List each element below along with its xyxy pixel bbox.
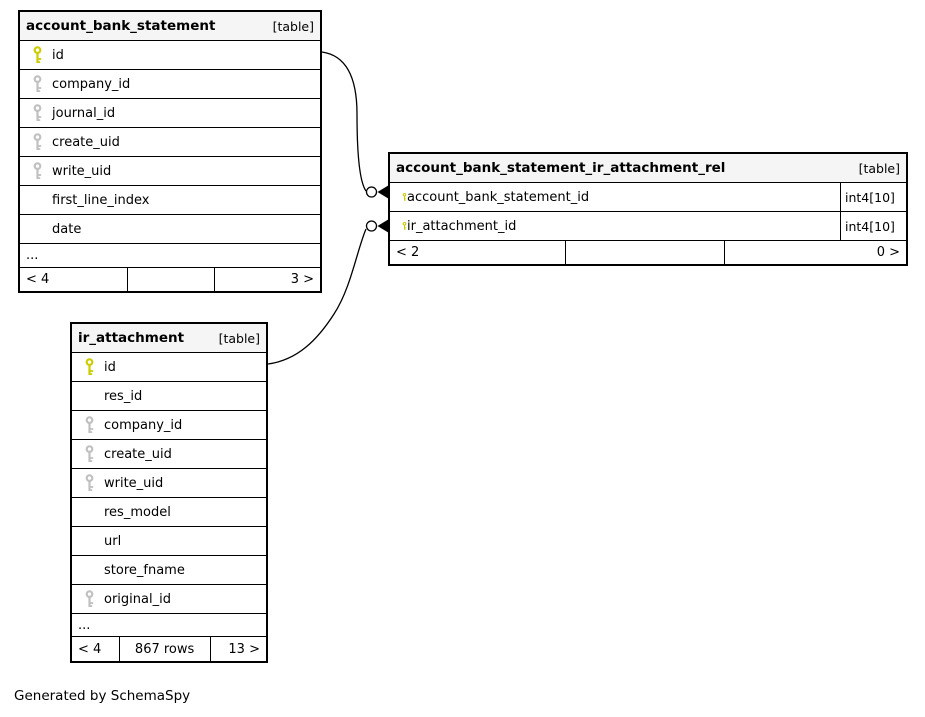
column-name: create_uid bbox=[104, 446, 172, 462]
generated-by-note: Generated by SchemaSpy bbox=[14, 688, 191, 704]
column-row: id bbox=[72, 352, 266, 381]
connector-arrow-1 bbox=[377, 185, 388, 199]
column-row: account_bank_statement_id int4[10] bbox=[390, 182, 906, 211]
table-title[interactable]: ir_attachment bbox=[78, 330, 185, 346]
footer-row-count bbox=[126, 268, 215, 291]
table-account-bank-statement-ir-attachment-rel: account_bank_statement_ir_attachment_rel… bbox=[388, 152, 908, 266]
column-row: write_uid bbox=[20, 156, 320, 185]
column-name: res_id bbox=[104, 388, 143, 404]
table-footer: < 2 0 > bbox=[390, 240, 906, 264]
footer-related-right: 13 > bbox=[228, 641, 260, 657]
footer-related-left: < 4 bbox=[26, 272, 50, 287]
table-type-badge: [table] bbox=[272, 18, 314, 34]
table-header: account_bank_statement_ir_attachment_rel… bbox=[390, 154, 906, 182]
foreign-key-icon bbox=[33, 133, 42, 151]
footer-related-right: 3 > bbox=[290, 272, 314, 287]
relationship-curve-bank-statement bbox=[321, 51, 367, 192]
column-row: store_fname bbox=[72, 555, 266, 584]
column-name: company_id bbox=[52, 76, 131, 92]
column-name: company_id bbox=[104, 417, 183, 433]
column-name: write_uid bbox=[104, 475, 164, 491]
column-row: company_id bbox=[72, 410, 266, 439]
column-name: store_fname bbox=[104, 562, 185, 578]
column-row: res_model bbox=[72, 497, 266, 526]
connector-circle-1 bbox=[365, 186, 378, 198]
column-name: id bbox=[52, 47, 64, 63]
column-name: original_id bbox=[104, 591, 171, 607]
column-name: write_uid bbox=[52, 163, 112, 179]
footer-row-count bbox=[565, 241, 726, 264]
column-row: id bbox=[20, 40, 320, 69]
column-type: int4[10] bbox=[840, 183, 906, 211]
foreign-key-icon bbox=[33, 162, 42, 180]
foreign-key-icon bbox=[85, 590, 94, 608]
table-header: account_bank_statement [table] bbox=[20, 12, 320, 40]
column-name: create_uid bbox=[52, 134, 120, 150]
connector-circle-2 bbox=[365, 220, 378, 232]
table-footer: < 4 3 > bbox=[20, 267, 320, 291]
primary-key-icon bbox=[402, 221, 407, 230]
primary-key-icon bbox=[33, 46, 42, 64]
table-type-badge: [table] bbox=[218, 330, 260, 346]
table-type-badge: [table] bbox=[858, 160, 900, 176]
footer-related-right: 0 > bbox=[876, 245, 900, 260]
column-name: date bbox=[52, 221, 82, 237]
foreign-key-icon bbox=[85, 445, 94, 463]
footer-related-left: < 4 bbox=[78, 641, 102, 657]
column-name: id bbox=[104, 359, 116, 375]
column-row: create_uid bbox=[20, 127, 320, 156]
column-row: original_id bbox=[72, 584, 266, 613]
column-row: create_uid bbox=[72, 439, 266, 468]
footer-row-count: 867 rows bbox=[118, 637, 211, 661]
column-row: res_id bbox=[72, 381, 266, 410]
column-name: url bbox=[104, 533, 122, 549]
column-name: ir_attachment_id bbox=[407, 218, 517, 234]
more-columns-ellipsis: ... bbox=[72, 613, 266, 636]
relationship-curve-ir-attachment bbox=[267, 228, 367, 365]
column-row: write_uid bbox=[72, 468, 266, 497]
foreign-key-icon bbox=[85, 416, 94, 434]
foreign-key-icon bbox=[33, 75, 42, 93]
foreign-key-icon bbox=[85, 474, 94, 492]
column-row: journal_id bbox=[20, 98, 320, 127]
footer-related-left: < 2 bbox=[396, 245, 420, 260]
table-account-bank-statement: account_bank_statement [table] id company_i… bbox=[18, 10, 322, 293]
column-name: account_bank_statement_id bbox=[407, 189, 590, 205]
table-title[interactable]: account_bank_statement bbox=[26, 18, 216, 34]
table-header: ir_attachment [table] bbox=[72, 324, 266, 352]
table-footer: < 4 867 rows 13 > bbox=[72, 636, 266, 661]
primary-key-icon bbox=[402, 192, 407, 201]
column-row: url bbox=[72, 526, 266, 555]
more-columns-ellipsis: ... bbox=[20, 243, 320, 267]
column-row: ir_attachment_id int4[10] bbox=[390, 211, 906, 240]
column-type: int4[10] bbox=[840, 212, 906, 240]
column-row: first_line_index bbox=[20, 185, 320, 214]
column-name: res_model bbox=[104, 504, 171, 520]
primary-key-icon bbox=[85, 358, 94, 376]
column-name: first_line_index bbox=[52, 192, 150, 208]
table-title[interactable]: account_bank_statement_ir_attachment_rel bbox=[396, 160, 726, 176]
column-row: date bbox=[20, 214, 320, 243]
column-name: journal_id bbox=[52, 105, 116, 121]
column-row: company_id bbox=[20, 69, 320, 98]
foreign-key-icon bbox=[33, 104, 42, 122]
connector-arrow-2 bbox=[377, 219, 388, 233]
